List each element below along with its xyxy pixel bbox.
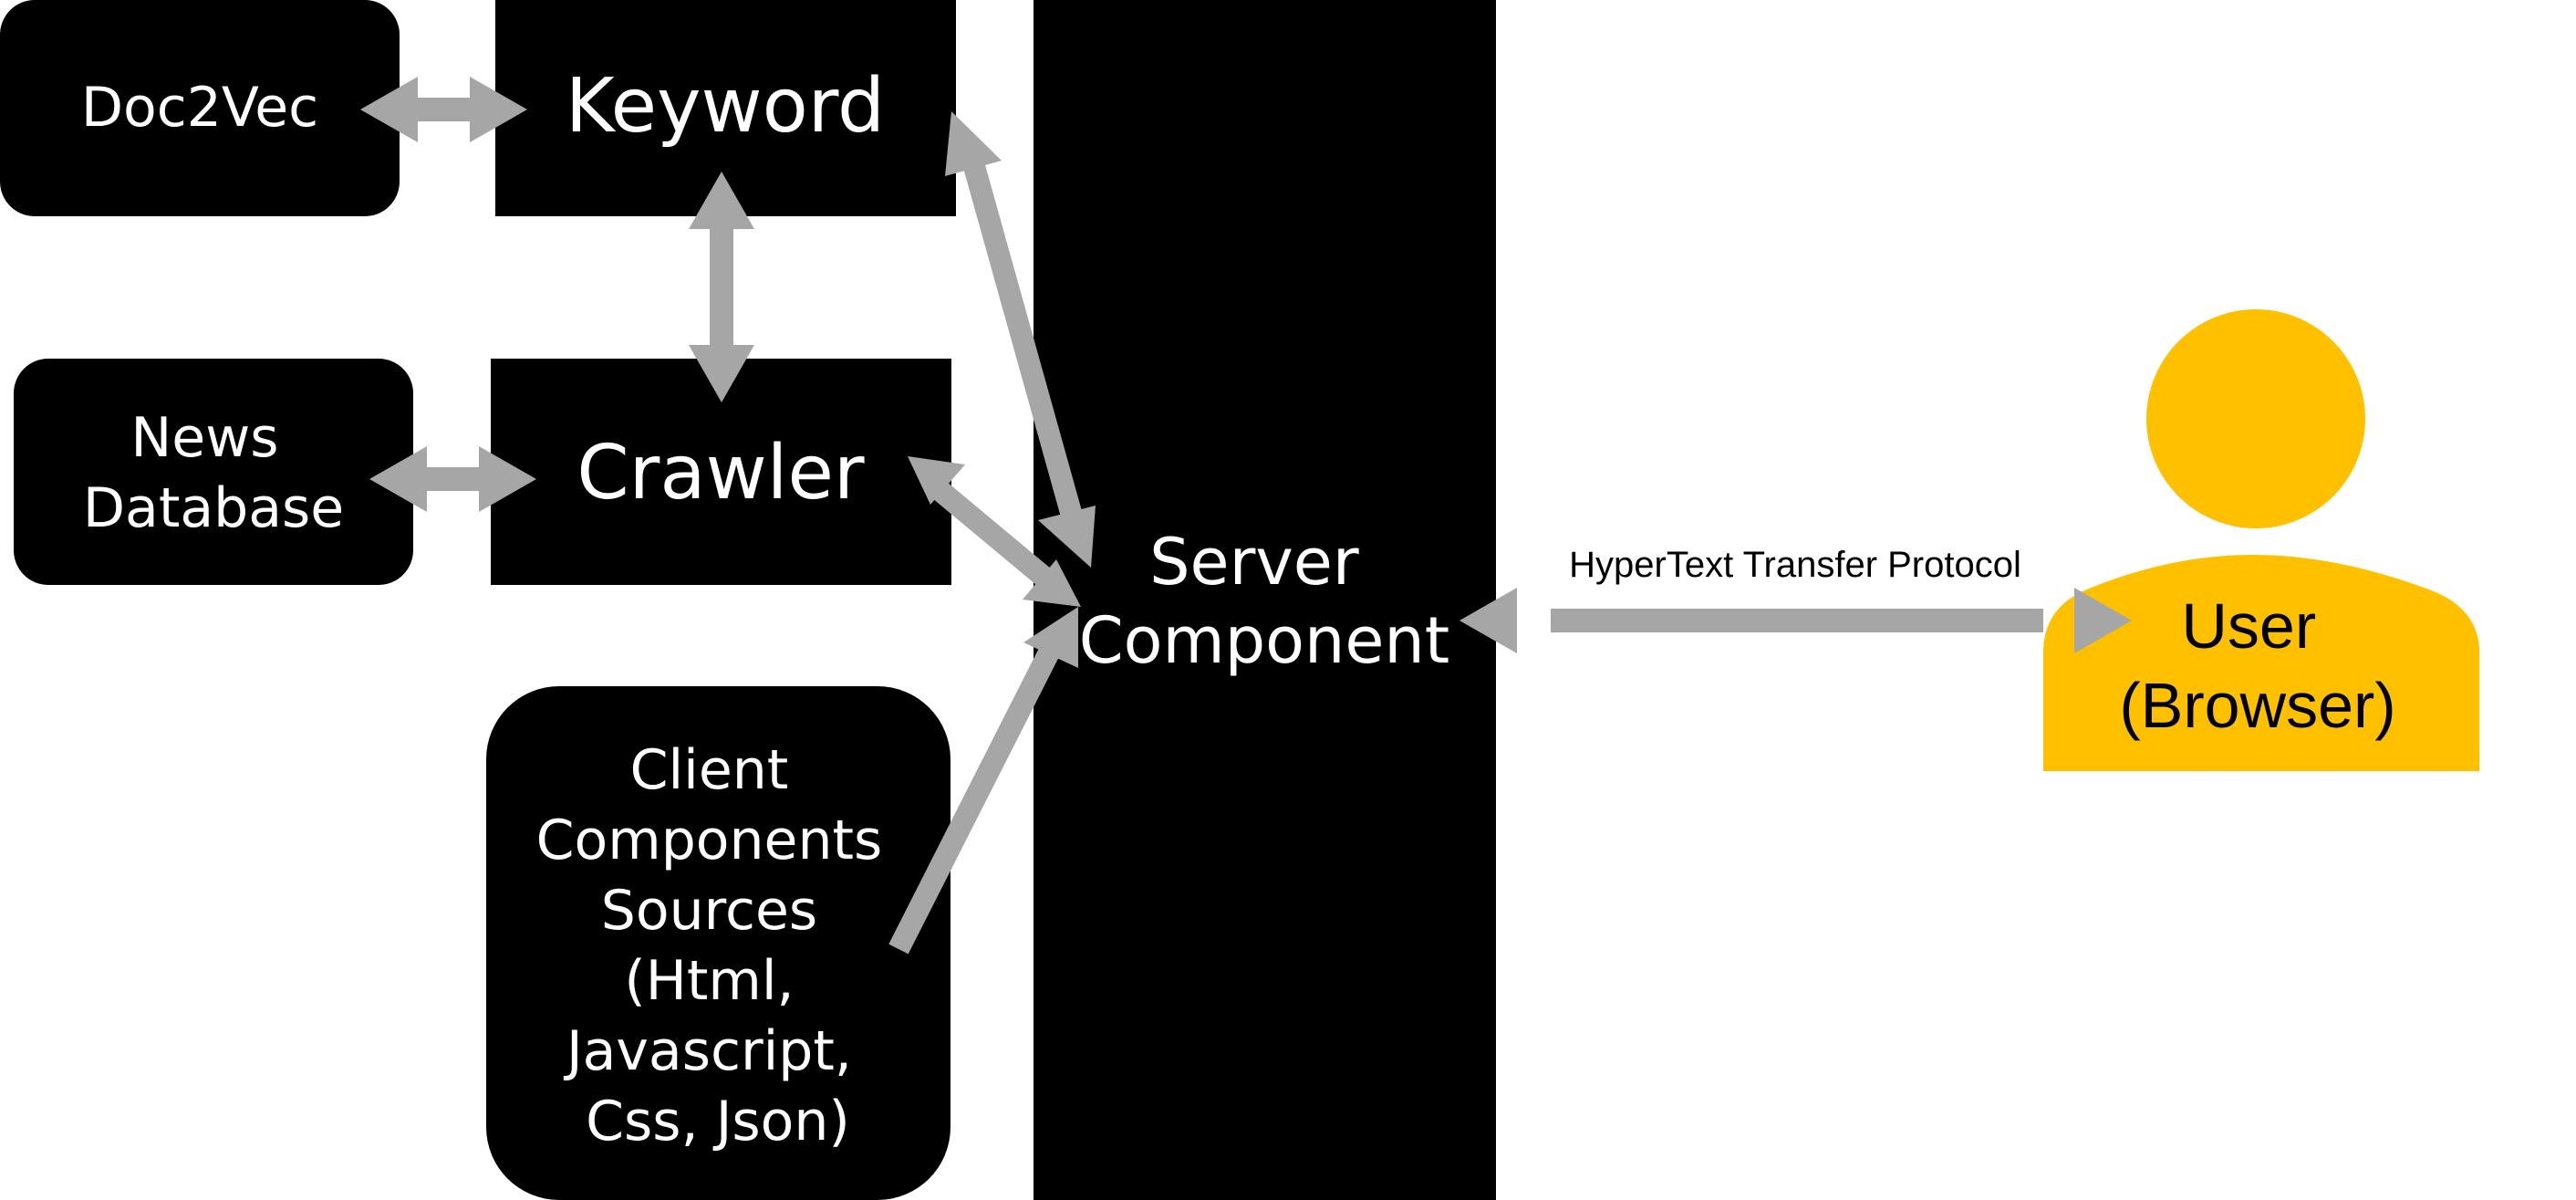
user-line-1: User [2181,590,2316,662]
news-database-box [14,359,413,585]
doc2vec-keyword-arrow [360,77,527,142]
client-line-3: Sources [601,879,817,943]
crawler-server-arrow [908,456,1081,607]
user-line-2: (Browser) [2119,670,2395,741]
client-line-2: Components [536,809,883,872]
http-label: HyperText Transfer Protocol [1569,545,2021,585]
client-components-label: Client Components Sources (Html, Javascr… [536,738,900,1153]
news-database-line-1: News [130,406,278,470]
client-line-6: Css, Json) [586,1090,850,1153]
arrows [360,77,2132,955]
user-label: User (Browser) [2119,590,2395,741]
keyword-server-arrow [945,111,1096,568]
server-component-label: Server Component [1079,525,1449,678]
crawler-label: Crawler [576,430,865,517]
client-line-4: (Html, [624,949,794,1013]
news-database-label: News Database [83,406,344,540]
server-component-box [1034,0,1496,1200]
database-crawler-arrow [369,446,536,512]
news-database-line-2: Database [83,476,344,540]
server-line-2: Component [1079,603,1449,678]
doc2vec-label: Doc2Vec [81,76,318,140]
client-line-5: Javascript, [563,1019,852,1083]
keyword-label: Keyword [566,63,885,150]
keyword-crawler-arrow [689,172,754,402]
doc2vec-box [0,0,400,216]
user-body [2043,555,2479,771]
server-line-1: Server [1149,525,1359,600]
client-server-arrow [888,607,1078,955]
client-line-1: Client [630,738,789,802]
client-components-box [486,686,950,1200]
user-head [2146,309,2365,528]
http-arrow [1459,588,2132,653]
user-icon [2043,309,2479,771]
